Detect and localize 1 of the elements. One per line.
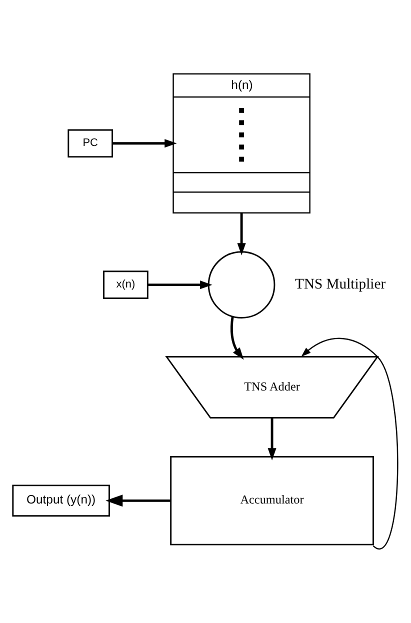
- node-label: TNS Multiplier: [295, 276, 386, 293]
